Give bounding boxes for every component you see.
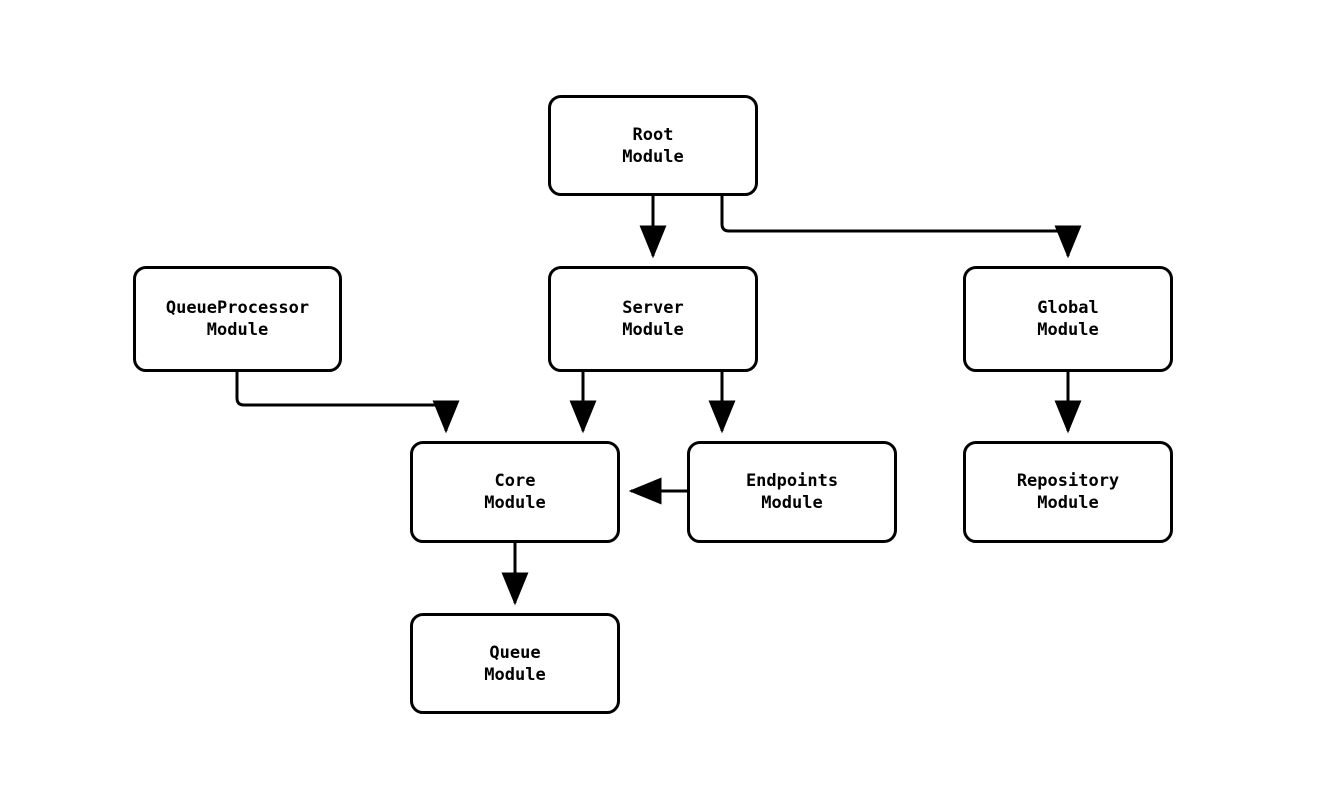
node-queueprocessor-module-line1: QueueProcessor	[165, 298, 310, 318]
node-queueprocessor-module-line2: Module	[206, 320, 269, 340]
node-core-module-line1: Core	[494, 471, 536, 491]
node-queue-module-line2: Module	[484, 664, 546, 685]
node-repository-module-line1: Repository	[1016, 471, 1120, 491]
node-server-module-line2: Module	[622, 320, 684, 340]
node-endpoints-module-line2: Module	[761, 493, 823, 513]
node-queueprocessor-module[interactable]: QueueProcessor Module	[133, 266, 342, 372]
node-server-module-line1: Server	[622, 298, 684, 318]
node-core-module[interactable]: Core Module	[410, 441, 620, 543]
node-global-module-line1: Global	[1037, 298, 1099, 318]
node-root-module-line2: Module	[622, 146, 684, 167]
node-queue-module[interactable]: Queue Module	[410, 613, 620, 714]
node-repository-module-line2: Module	[1037, 493, 1099, 513]
node-global-module-line2: Module	[1037, 320, 1099, 340]
edge-queueprocessor-to-core	[235, 372, 460, 434]
node-global-module[interactable]: Global Module	[963, 266, 1173, 372]
node-repository-module[interactable]: Repository Module	[963, 441, 1173, 543]
edge-root-to-global	[720, 196, 1082, 259]
node-queue-module-line1: Queue	[489, 642, 541, 663]
node-root-module-line1: Root	[632, 124, 674, 145]
node-endpoints-module[interactable]: Endpoints Module	[687, 441, 897, 543]
node-root-module[interactable]: Root Module	[548, 95, 758, 196]
node-core-module-line2: Module	[484, 493, 546, 513]
node-endpoints-module-line1: Endpoints	[745, 471, 839, 491]
node-server-module[interactable]: Server Module	[548, 266, 758, 372]
